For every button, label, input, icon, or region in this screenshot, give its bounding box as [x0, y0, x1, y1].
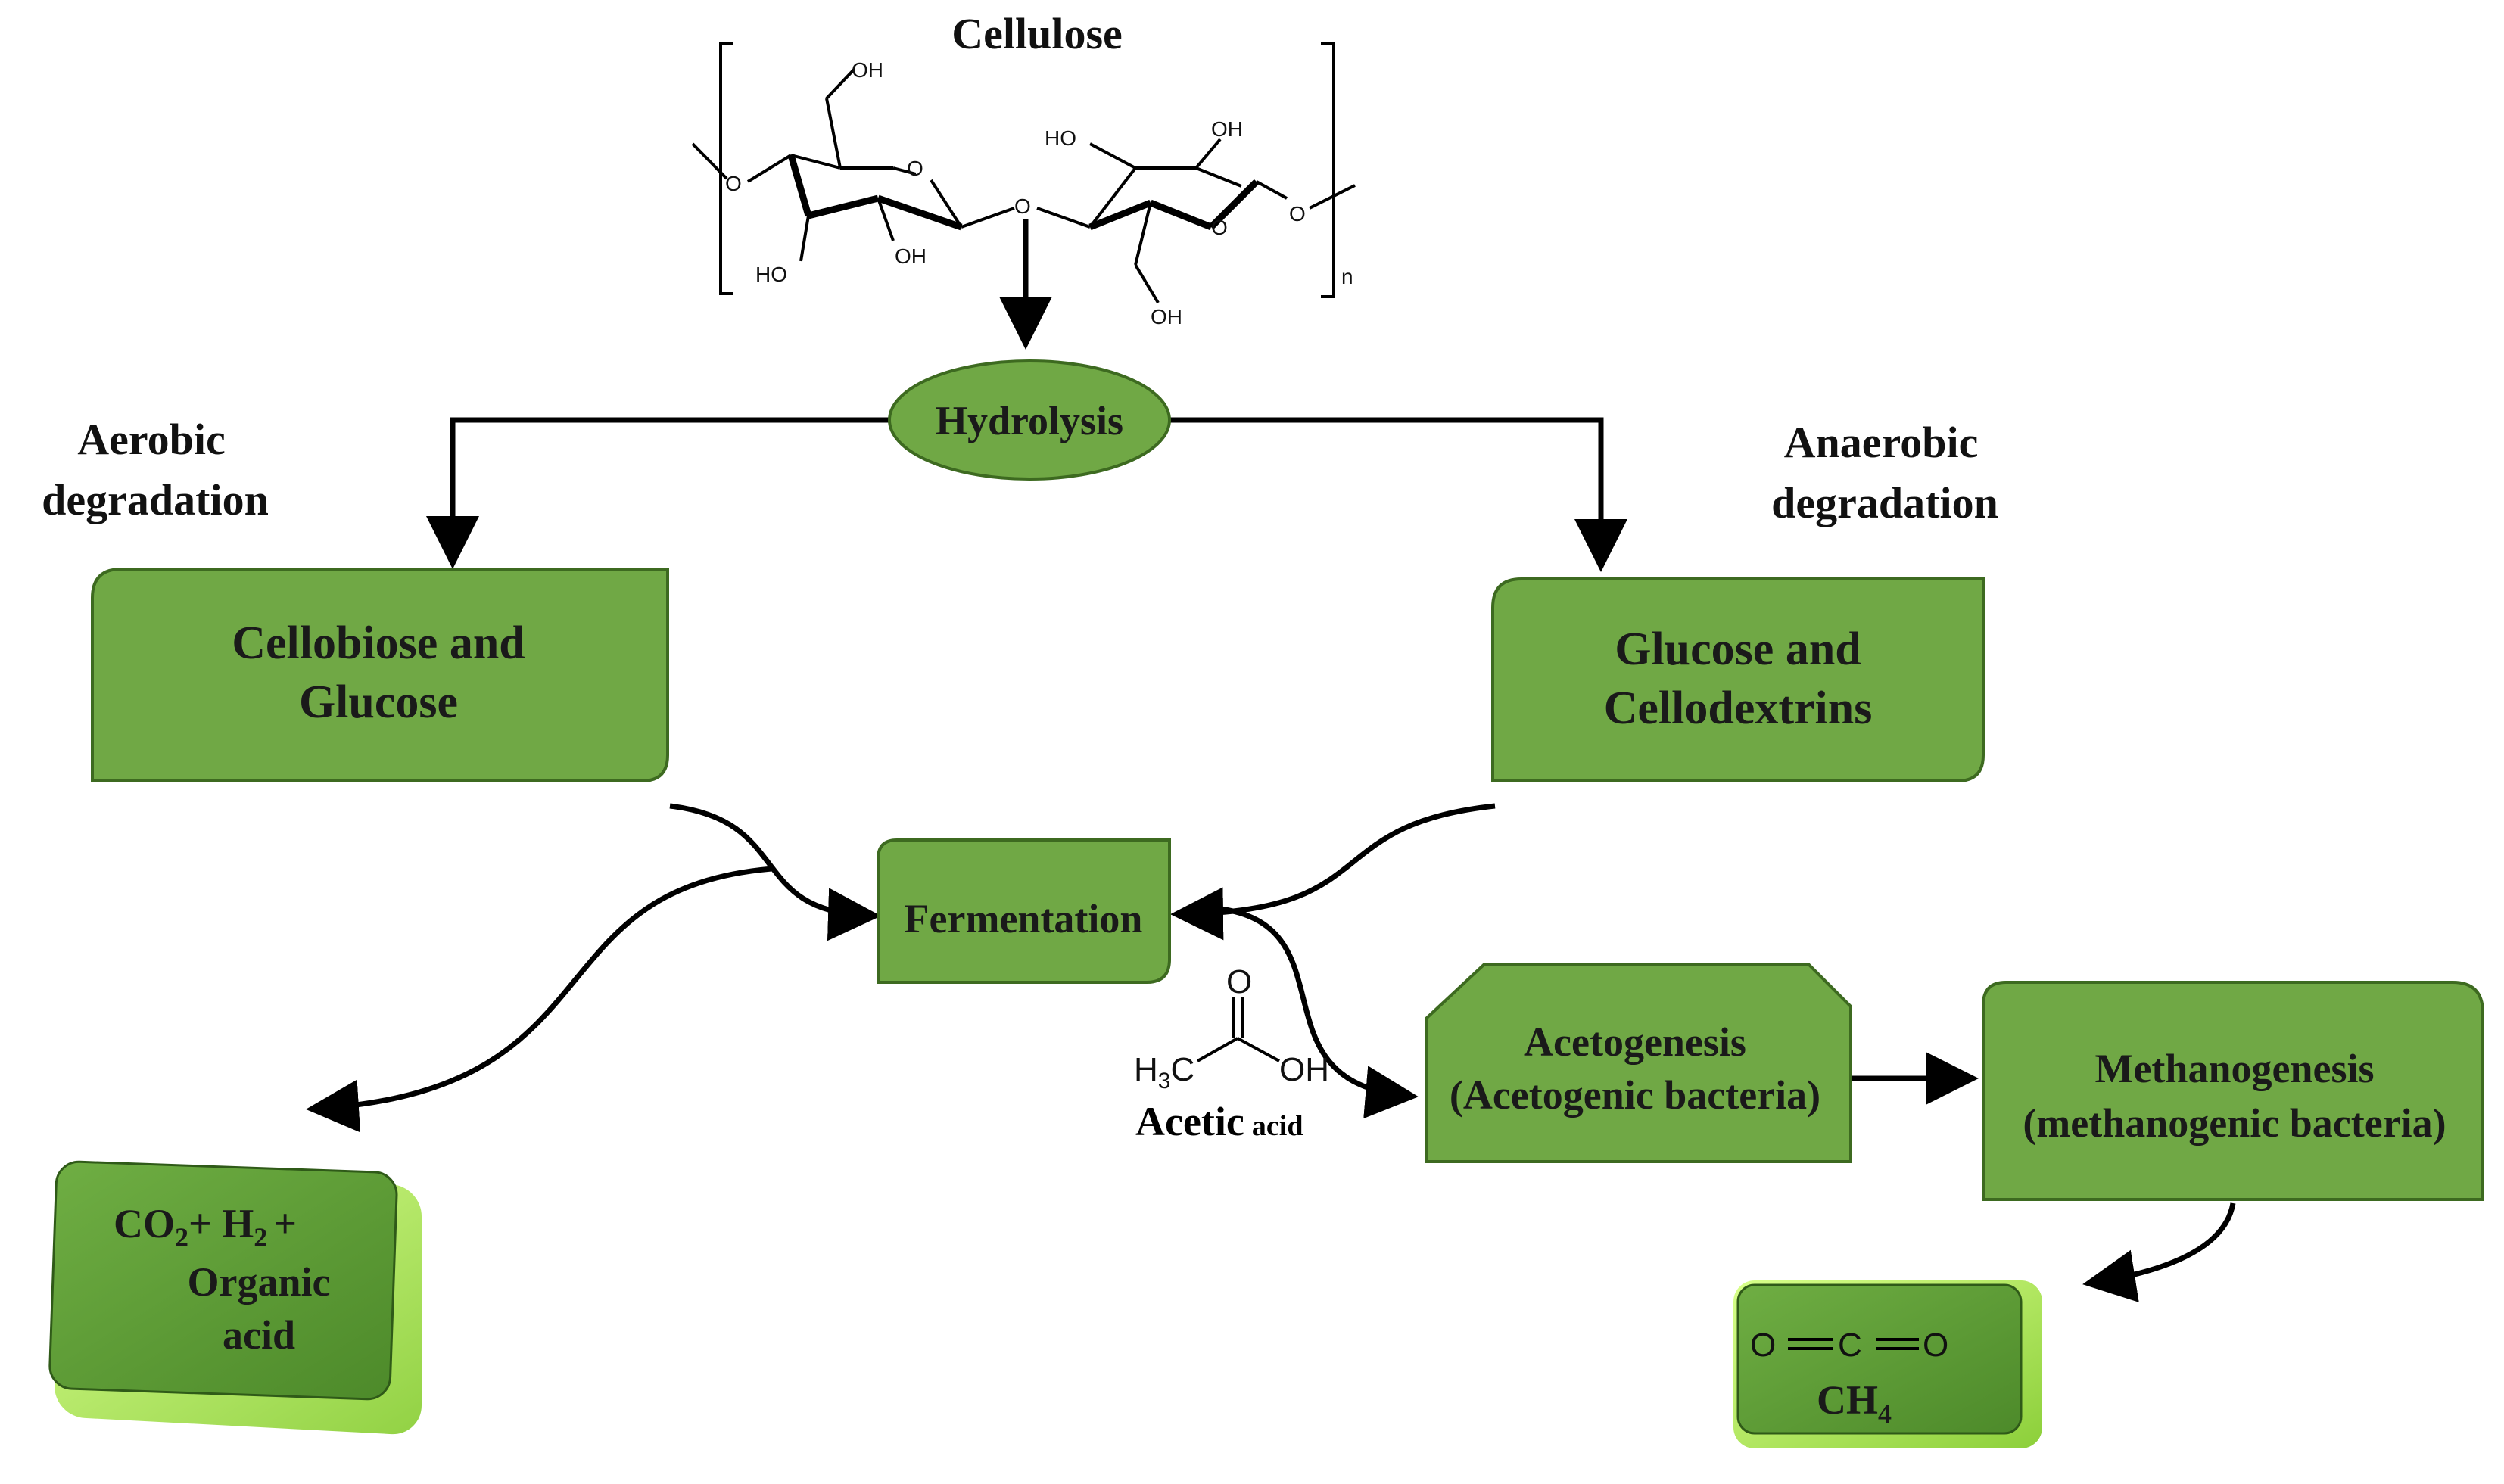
- methanogenesis-box: Methanogenesis (methanogenic bacteria): [1982, 981, 2484, 1201]
- co2-o-right: O: [1923, 1327, 1948, 1364]
- hydrolysis-node: Hydrolysis: [888, 359, 1171, 481]
- ring-o-left: O: [907, 157, 923, 180]
- hydrolysis-ellipse: [888, 359, 1171, 481]
- acetogenesis-line2: (Acetogenic bacteria): [1450, 1072, 1820, 1118]
- co2-c: C: [1838, 1327, 1862, 1364]
- acetic-h3c: H3C: [1134, 1051, 1194, 1094]
- left-product-line3: acid: [223, 1312, 295, 1358]
- right-box-to-fermentation-arrow: [1170, 803, 1496, 941]
- cellulose-labels: O O O O O OH HO OH HO OH OH n: [725, 58, 1353, 328]
- left-box-line1: Cellobiose and: [232, 618, 525, 669]
- acetogenesis-line1: Acetogenesis: [1524, 1019, 1746, 1065]
- oh-top-left: OH: [852, 58, 883, 82]
- acetic-oh: OH: [1279, 1051, 1329, 1088]
- right-bracket: [1321, 42, 1335, 298]
- anaerobic-label-line1: Anaerobic: [1784, 418, 1979, 467]
- methanogenesis-to-right-product-arrow: [2082, 1202, 2236, 1302]
- glycosidic-o: O: [1014, 194, 1031, 218]
- ring-o-right: O: [1211, 216, 1228, 239]
- right-box-line1: Glucose and: [1615, 624, 1861, 675]
- hydrolysis-to-anaerobic-arrow: [1169, 417, 1627, 572]
- acetic-carbonyl-o: O: [1226, 963, 1252, 1000]
- fermentation-box: Fermentation: [877, 838, 1171, 984]
- cellulose-title: Cellulose: [951, 9, 1123, 58]
- ho-top-right: HO: [1045, 126, 1076, 150]
- anaerobic-label-line2: degradation: [1771, 478, 1998, 527]
- left-product-line2: Organic: [188, 1259, 331, 1305]
- polymer-subscript: n: [1341, 265, 1353, 288]
- left-product-line1: CO2+ H2+: [114, 1201, 297, 1252]
- aerobic-label-line2: degradation: [42, 475, 269, 524]
- hydrolysis-to-aerobic-arrow: [426, 417, 889, 569]
- oh-top-right: OH: [1211, 117, 1243, 141]
- co2-o-left: O: [1750, 1327, 1776, 1364]
- left-box-line2: Glucose: [299, 677, 458, 728]
- left-box-to-fermentation-arrow: [669, 803, 881, 941]
- ch4-label: CH4: [1817, 1377, 1892, 1429]
- cellulose-structure: [691, 42, 1356, 304]
- right-product-box: O C O CH4: [1733, 1280, 2042, 1448]
- left-bracket: [719, 42, 733, 295]
- hydrolysis-label: Hydrolysis: [936, 398, 1123, 443]
- aerobic-label-line1: Aerobic: [77, 415, 225, 464]
- right-box-line2: Cellodextrins: [1604, 683, 1873, 734]
- oh-bottom-right: OH: [1151, 305, 1182, 328]
- ho-bottom-left: HO: [755, 263, 787, 286]
- oh-bottom-mid: OH: [895, 244, 927, 268]
- acetogenesis-box: Acetogenesis (Acetogenic bacteria): [1425, 963, 1852, 1163]
- methanogenesis-line1: Methanogenesis: [2095, 1046, 2375, 1091]
- cellobiose-glucose-box: Cellobiose and Glucose: [91, 568, 669, 782]
- fermentation-to-acetogenesis-arrow: [1214, 905, 1419, 1119]
- glucose-cellodextrins-box: Glucose and Cellodextrins: [1491, 577, 1985, 782]
- left-ether-o: O: [725, 172, 742, 195]
- fermentation-label: Fermentation: [905, 896, 1143, 941]
- left-product-box: CO2+ H2+ Organic acid: [48, 1160, 422, 1435]
- right-ether-o: O: [1289, 202, 1306, 226]
- methanogenesis-line2: (methanogenic bacteria): [2023, 1100, 2446, 1146]
- connectors: [306, 219, 2236, 1302]
- fermentation-to-left-product-arrow: [306, 866, 773, 1133]
